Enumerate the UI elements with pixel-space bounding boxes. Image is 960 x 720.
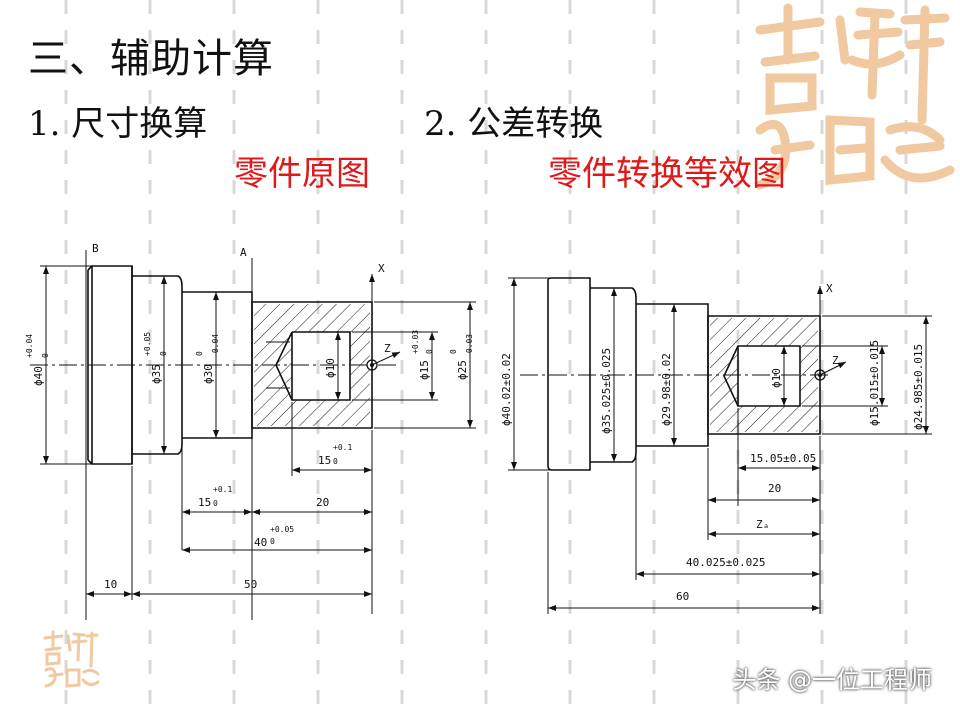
- dim-length-15-hole-lower: 0: [333, 457, 338, 466]
- dim-length-15-step-lower: 0: [213, 499, 218, 508]
- caption-equivalent-part: 零件转换等效图: [548, 154, 786, 194]
- dim-diameter-40: ϕ40: [32, 366, 45, 386]
- seal-logo-bottom: [43, 630, 100, 688]
- dim-length-20: 20: [768, 482, 781, 495]
- dim-diameter-15: ϕ15: [418, 360, 431, 380]
- dim-length-15-step-tolerance: +0.1: [213, 485, 232, 494]
- dim-length-20: 20: [316, 496, 329, 509]
- dim-diameter-15-015: ϕ15.015±0.015: [868, 340, 881, 426]
- original-part-drawing: X Z B A ϕ40 +0.04 0 ϕ35 +0.05 0 ϕ30 0 -0…: [25, 242, 476, 620]
- dim-diameter-40-tolerance: +0.04: [25, 334, 34, 358]
- dim-diameter-35: ϕ35: [150, 364, 163, 384]
- dim-diameter-29-98: ϕ29.98±0.02: [660, 353, 673, 426]
- reference-a-label: A: [240, 246, 247, 259]
- dim-diameter-35: ϕ35.025±0.025: [600, 348, 613, 434]
- dim-diameter-10: ϕ10: [324, 358, 337, 378]
- dim-diameter-15-tolerance: +0.03: [411, 330, 420, 354]
- page-title: 三、辅助计算: [28, 36, 274, 82]
- dim-length-40: 40: [254, 536, 267, 549]
- dim-length-za: Zₐ: [756, 518, 769, 531]
- dim-diameter-15-lower: 0: [425, 349, 434, 354]
- dim-length-15-hole: 15: [318, 454, 331, 467]
- dim-diameter-40: ϕ40.02±0.02: [500, 353, 513, 426]
- dim-diameter-25: ϕ25: [456, 360, 469, 380]
- dim-length-40-tolerance: +0.05: [270, 525, 294, 534]
- dim-length-50: 50: [244, 578, 257, 591]
- dim-diameter-30-tolerance: -0.04: [211, 334, 220, 358]
- dim-diameter-10: ϕ10: [770, 368, 783, 388]
- dim-diameter-25-upper: 0: [449, 349, 458, 354]
- section-title-tolerance-conversion: 2. 公差转换: [424, 104, 604, 144]
- dim-diameter-35-tolerance: +0.05: [143, 332, 152, 356]
- dim-length-60: 60: [676, 590, 689, 603]
- axis-z-label: Z: [384, 342, 391, 355]
- dim-diameter-40-lower: 0: [41, 353, 50, 358]
- equivalent-part-drawing: X Z ϕ40.02±0.02 ϕ35.025±0.025 ϕ29.98±0.0…: [500, 277, 932, 614]
- axis-x-label: X: [826, 282, 833, 295]
- dim-length-10: 10: [104, 578, 117, 591]
- watermark-text: 头条 @一位工程师: [732, 666, 932, 694]
- dim-length-40-lower: 0: [270, 537, 275, 546]
- dim-diameter-30-upper: 0: [195, 351, 204, 356]
- axis-x-label: X: [378, 262, 385, 275]
- dim-length-15-step: 15: [198, 496, 211, 509]
- dim-diameter-30: ϕ30: [202, 364, 215, 384]
- dim-diameter-35-lower: 0: [159, 351, 168, 356]
- reference-b-label: B: [92, 242, 99, 255]
- caption-original-part: 零件原图: [234, 154, 370, 194]
- axis-z-label: Z: [832, 354, 839, 367]
- dim-length-15-hole-tolerance: +0.1: [333, 443, 352, 452]
- section-title-dimension-conversion: 1. 尺寸换算: [28, 104, 208, 144]
- dim-length-15-05: 15.05±0.05: [750, 452, 816, 465]
- section-hatch: [254, 304, 370, 426]
- dim-length-40-025: 40.025±0.025: [686, 556, 765, 569]
- dim-diameter-24-985: ϕ24.985±0.015: [912, 344, 925, 430]
- dim-diameter-25-tolerance: -0.03: [465, 334, 474, 358]
- seal-logo-top: [755, 3, 955, 190]
